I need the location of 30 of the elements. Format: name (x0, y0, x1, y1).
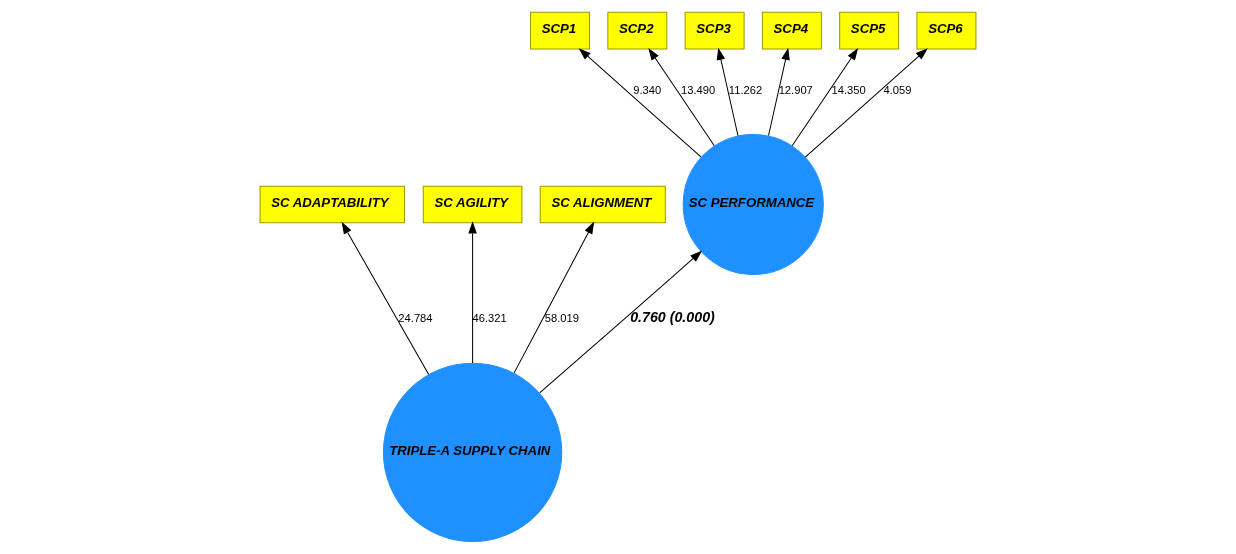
arrow (539, 250, 703, 394)
arrow (578, 48, 702, 158)
node-box: SC AGILITY (422, 185, 523, 224)
edge-label: 13.490 (681, 84, 716, 97)
node-box: SCP1 (530, 11, 591, 50)
node-box: SCP3 (684, 11, 745, 50)
edge-label: 0.760 (0.000) (630, 308, 715, 325)
node-circle: TRIPLE-A SUPPLY CHAIN (382, 362, 563, 542)
node-box: SCP2 (607, 11, 668, 50)
arrow (468, 221, 477, 364)
arrow (716, 47, 739, 137)
node-box: SCP5 (839, 11, 900, 50)
edge-label: 58.019 (544, 311, 579, 324)
edge-label: 24.784 (398, 311, 433, 324)
arrow (791, 47, 859, 147)
arrow (648, 47, 715, 147)
edge-label: 12.907 (778, 84, 813, 97)
node-box: SC ALIGNMENT (539, 185, 666, 224)
arrow (513, 221, 595, 374)
edge-label: 9.340 (633, 84, 662, 97)
edge-label: 11.262 (728, 84, 763, 97)
node-box: SC ADAPTABILITY (259, 185, 405, 224)
node-circle: SC PERFORMANCE (682, 133, 824, 275)
edge-label: 14.350 (831, 84, 866, 97)
arrow (804, 48, 928, 158)
node-box: SCP6 (916, 11, 977, 50)
edge-label: 4.059 (883, 84, 912, 97)
arrow (768, 47, 790, 137)
node-box: SCP4 (761, 11, 822, 50)
arrow (341, 221, 430, 375)
